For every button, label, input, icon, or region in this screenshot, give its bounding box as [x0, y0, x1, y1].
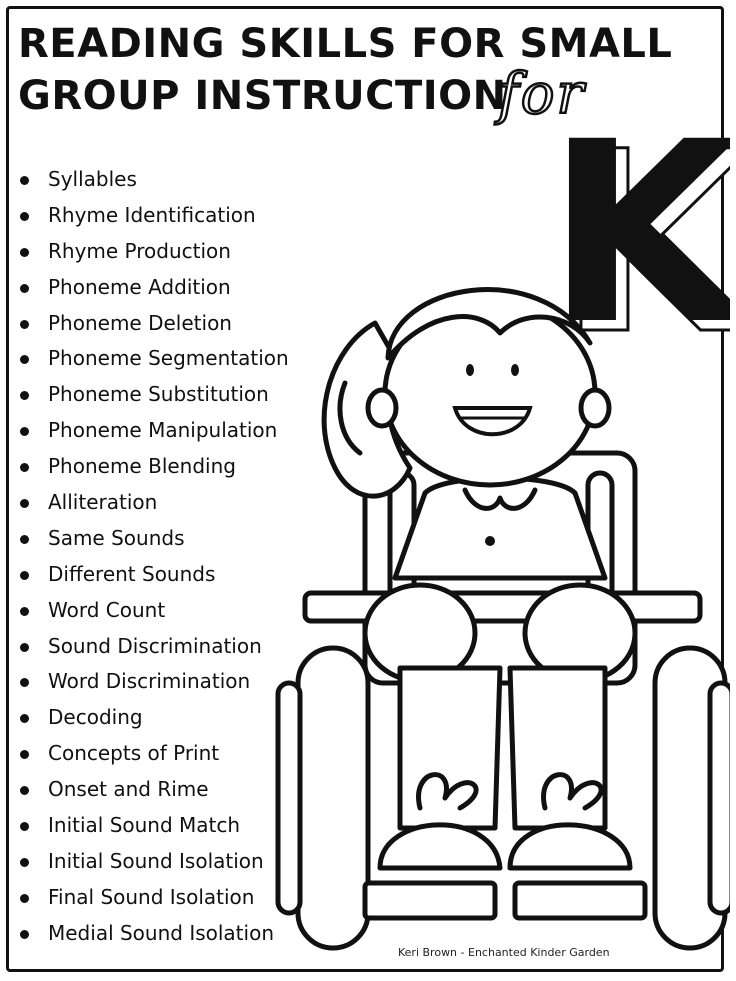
skill-item: Rhyme Production [16, 234, 289, 270]
collar [462, 487, 538, 511]
credit-text: Keri Brown - Enchanted Kinder Garden [398, 946, 610, 959]
skill-item: Word Count [16, 593, 289, 629]
skill-item: Phoneme Blending [16, 449, 289, 485]
skill-item: Onset and Rime [16, 772, 289, 808]
left-shoe-bow [416, 772, 479, 811]
right-shoe [507, 822, 633, 871]
skill-item: Medial Sound Isolation [16, 916, 289, 952]
hair-bangs [385, 287, 593, 361]
eye-left [466, 364, 474, 376]
girl-in-wheelchair-illustration: K K [275, 108, 730, 951]
skill-item: Final Sound Isolation [16, 880, 289, 916]
skill-item: Phoneme Addition [16, 270, 289, 306]
footrest-left [362, 880, 498, 921]
left-shoe [377, 822, 503, 871]
skill-item: Phoneme Deletion [16, 306, 289, 342]
eye-right [511, 364, 519, 376]
page-border [6, 6, 724, 972]
skill-item: Phoneme Substitution [16, 377, 289, 413]
hand-rim-right [707, 680, 730, 916]
for-script-word: for [497, 61, 586, 129]
skill-item: Different Sounds [16, 557, 289, 593]
footrest-right [512, 880, 648, 921]
wheel-left [295, 645, 371, 951]
right-shoe-bow [541, 772, 604, 811]
skill-item: Decoding [16, 700, 289, 736]
skill-item: Word Discrimination [16, 664, 289, 700]
hair-curl-line [337, 380, 363, 456]
skill-item: Same Sounds [16, 521, 289, 557]
letter-k: K [546, 108, 730, 379]
ear-right [578, 387, 612, 429]
shirt-button [485, 536, 495, 546]
skill-item: Rhyme Identification [16, 198, 289, 234]
hand-rim-left [275, 680, 303, 916]
skill-item: Phoneme Manipulation [16, 413, 289, 449]
skill-item: Alliteration [16, 485, 289, 521]
skill-item: Concepts of Print [16, 736, 289, 772]
page-title: READING SKILLS FOR SMALL GROUP INSTRUCTI… [18, 18, 672, 122]
title-line-1: READING SKILLS FOR SMALL [18, 21, 673, 67]
skill-item: Phoneme Segmentation [16, 341, 289, 377]
left-leg [397, 665, 503, 831]
skill-item: Syllables [16, 162, 289, 198]
skill-item: Initial Sound Match [16, 808, 289, 844]
armrest-bar [302, 590, 703, 624]
ear-left [365, 387, 399, 429]
title-line-2: GROUP INSTRUCTION [18, 73, 507, 119]
skill-item: Initial Sound Isolation [16, 844, 289, 880]
skill-item: Sound Discrimination [16, 629, 289, 665]
